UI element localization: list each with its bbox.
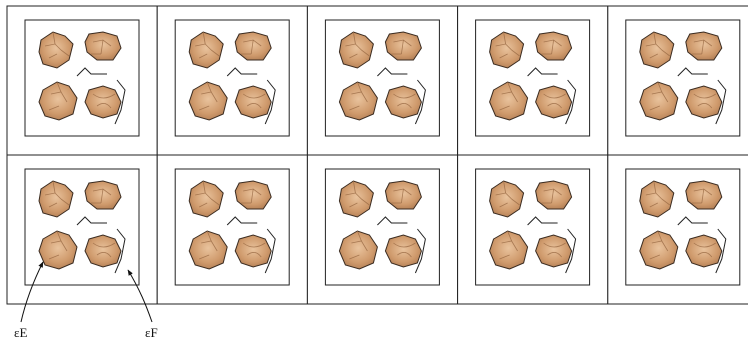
- tile-cell: [608, 155, 748, 304]
- cell-border: [157, 6, 307, 155]
- tile-cell: [458, 155, 608, 304]
- cell-border: [608, 6, 748, 155]
- cell-border: [7, 6, 157, 155]
- tile-cell: [307, 6, 457, 155]
- stone-bottom-right: [385, 235, 421, 267]
- cell-border: [458, 155, 608, 304]
- cell-border: [307, 155, 457, 304]
- label-right: εF: [145, 326, 158, 339]
- tile-cell: [458, 6, 608, 155]
- stone-bottom-right: [235, 86, 271, 118]
- stone-bottom-right: [686, 235, 722, 267]
- tile-cell: [7, 6, 157, 155]
- cell-border: [608, 155, 748, 304]
- stone-bottom-right: [85, 86, 121, 118]
- cell-border: [307, 6, 457, 155]
- tile-cell: [307, 155, 457, 304]
- cell-border: [157, 155, 307, 304]
- stone-bottom-right: [686, 86, 722, 118]
- stone-bottom-right: [235, 235, 271, 267]
- stone-bottom-right: [536, 86, 572, 118]
- tile-cell: [157, 6, 307, 155]
- label-left: εE: [14, 326, 27, 339]
- tile-cell: [157, 155, 307, 304]
- cell-border: [458, 6, 608, 155]
- stone-bottom-right: [85, 235, 121, 267]
- tile-cell: [608, 6, 748, 155]
- stone-bottom-right: [385, 86, 421, 118]
- stone-bottom-right: [536, 235, 572, 267]
